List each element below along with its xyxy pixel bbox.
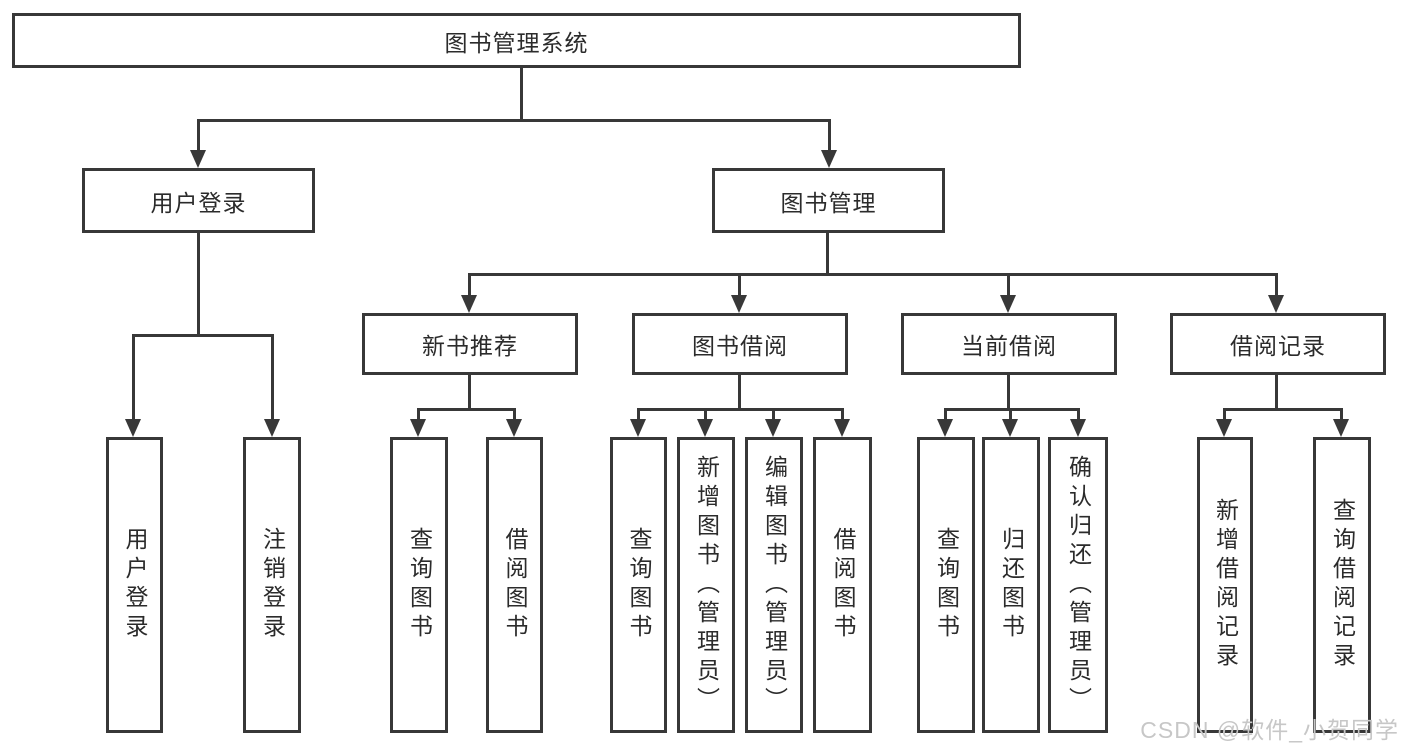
node-user-login: 用户登录 [82,168,315,233]
edge-line [1275,375,1278,408]
node-book-borrow: 图书借阅 [632,313,848,375]
node-current-borrow: 当前借阅 [901,313,1117,375]
edge-line [772,408,775,422]
leaf-query-borrow-record: 查询借阅记录 [1313,437,1371,733]
node-borrow-records: 借阅记录 [1170,313,1386,375]
edge-line [637,408,844,411]
edge-line [513,408,516,422]
edge-arrow [264,419,280,437]
edge-line [271,334,274,422]
node-root: 图书管理系统 [12,13,1021,68]
edge-arrow [125,419,141,437]
edge-line [132,334,274,337]
leaf-add-book-admin: 新增图书（管理员） [677,437,735,733]
edge-line [197,233,200,337]
leaf-user-login: 用户登录 [106,437,163,733]
edge-line [704,408,707,422]
edge-arrow [506,419,522,437]
edge-line [132,334,135,422]
edge-arrow [1070,419,1086,437]
leaf-logout: 注销登录 [243,437,301,733]
leaf-borrow-books-1: 借阅图书 [486,437,543,733]
edge-line [1340,408,1343,422]
leaf-query-books-2: 查询图书 [610,437,667,733]
edge-arrow [765,419,781,437]
edge-line [1223,408,1343,411]
edge-arrow [1216,419,1232,437]
leaf-query-books-3: 查询图书 [917,437,975,733]
edge-arrow [630,419,646,437]
edge-arrow [1000,295,1016,313]
edge-arrow [1333,419,1349,437]
edge-line [468,273,471,298]
node-book-management: 图书管理 [712,168,945,233]
edge-line [1077,408,1080,422]
edge-arrow [1268,295,1284,313]
edge-arrow [731,295,747,313]
leaf-return-book: 归还图书 [982,437,1040,733]
watermark-text: CSDN @软件_小贺同学 [1140,717,1399,743]
edge-arrow [190,150,206,168]
leaf-add-borrow-record: 新增借阅记录 [1197,437,1253,733]
edge-line [197,119,831,122]
edge-line [1275,273,1278,298]
edge-line [944,408,1080,411]
edge-arrow [697,419,713,437]
leaf-query-books-1: 查询图书 [390,437,448,733]
edge-line [417,408,420,422]
edge-line [1007,375,1010,408]
edge-arrow [410,419,426,437]
edge-line [637,408,640,422]
edge-line [1223,408,1226,422]
edge-line [468,273,1278,276]
edge-line [828,119,831,155]
edge-line [468,375,471,408]
edge-arrow [461,295,477,313]
node-new-book-recommend: 新书推荐 [362,313,578,375]
edge-line [1007,273,1010,298]
edge-arrow [937,419,953,437]
edge-line [738,273,741,298]
leaf-confirm-return-admin: 确认归还（管理员） [1048,437,1108,733]
edge-arrow [821,150,837,168]
edge-line [197,119,200,155]
edge-line [841,408,844,422]
edge-line [738,375,741,408]
edge-arrow [1002,419,1018,437]
edge-line [944,408,947,422]
leaf-borrow-books-2: 借阅图书 [813,437,872,733]
edge-line [417,408,516,411]
leaf-edit-book-admin: 编辑图书（管理员） [745,437,803,733]
edge-line [520,68,523,119]
edge-line [826,233,829,273]
edge-arrow [834,419,850,437]
edge-line [1009,408,1012,422]
